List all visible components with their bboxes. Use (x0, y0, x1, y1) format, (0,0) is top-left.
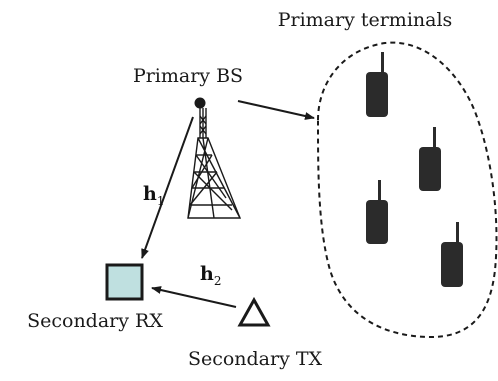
h1-label: h1 (143, 183, 164, 208)
triangle-node-icon (237, 296, 271, 327)
h2-arrow (151, 286, 237, 308)
mobile-phone-icon (441, 222, 463, 287)
cell-tower-icon (187, 97, 242, 219)
primary-bs-label: Primary BS (133, 65, 243, 87)
h2-label: h2 (200, 263, 221, 288)
secondary-rx-label: Secondary RX (27, 310, 163, 332)
mobile-phone-icon (419, 127, 441, 191)
bs-to-terminals-arrow (237, 100, 315, 120)
mobile-phone-icon (366, 180, 388, 244)
primary-terminals-region (316, 41, 498, 339)
h1-arrow (141, 116, 194, 259)
secondary-tx-label: Secondary TX (188, 348, 323, 370)
mobile-phone-icon (366, 52, 388, 117)
square-node-icon (105, 263, 144, 301)
primary-terminals-label: Primary terminals (278, 9, 453, 31)
